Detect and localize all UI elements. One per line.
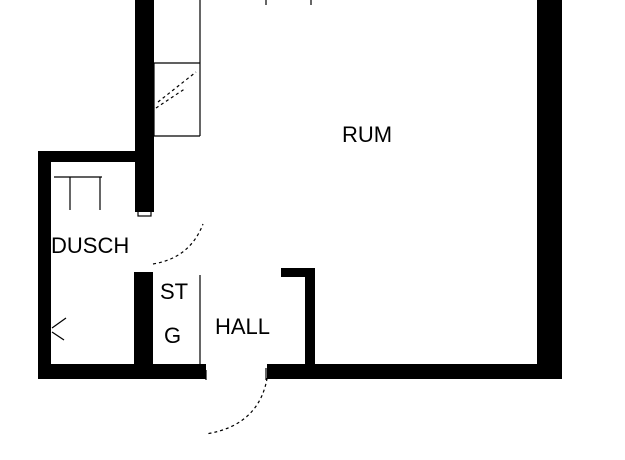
wall-rum-right bbox=[537, 0, 562, 379]
walls bbox=[38, 0, 562, 379]
door-swing-entrance bbox=[205, 371, 269, 435]
room-label-hall: HALL bbox=[215, 314, 270, 339]
doors bbox=[152, 223, 269, 435]
wall-dusch-top bbox=[38, 151, 154, 162]
room-label-g: G bbox=[164, 323, 181, 348]
room-label-dusch: DUSCH bbox=[51, 233, 129, 258]
wardrobe-diagonal-1 bbox=[157, 71, 197, 103]
wall-bottom-left bbox=[38, 364, 206, 379]
wall-bottom-right bbox=[267, 364, 562, 379]
door-jamb bbox=[137, 209, 152, 217]
room-label-st: ST bbox=[160, 279, 188, 304]
shower-drain-1 bbox=[51, 317, 67, 329]
room-label-rum: RUM bbox=[342, 122, 392, 147]
wall-hall-right-cap bbox=[281, 268, 315, 277]
shower-drain-2 bbox=[51, 331, 65, 341]
wardrobe-diagonal-2 bbox=[155, 87, 187, 109]
wall-hall-right bbox=[305, 268, 315, 368]
wall-rum-left-upper bbox=[135, 0, 154, 212]
wall-dusch-left bbox=[38, 151, 51, 379]
fixtures bbox=[51, 0, 312, 364]
door-swing-dusch bbox=[152, 223, 204, 265]
wall-partition-lower bbox=[134, 272, 153, 379]
